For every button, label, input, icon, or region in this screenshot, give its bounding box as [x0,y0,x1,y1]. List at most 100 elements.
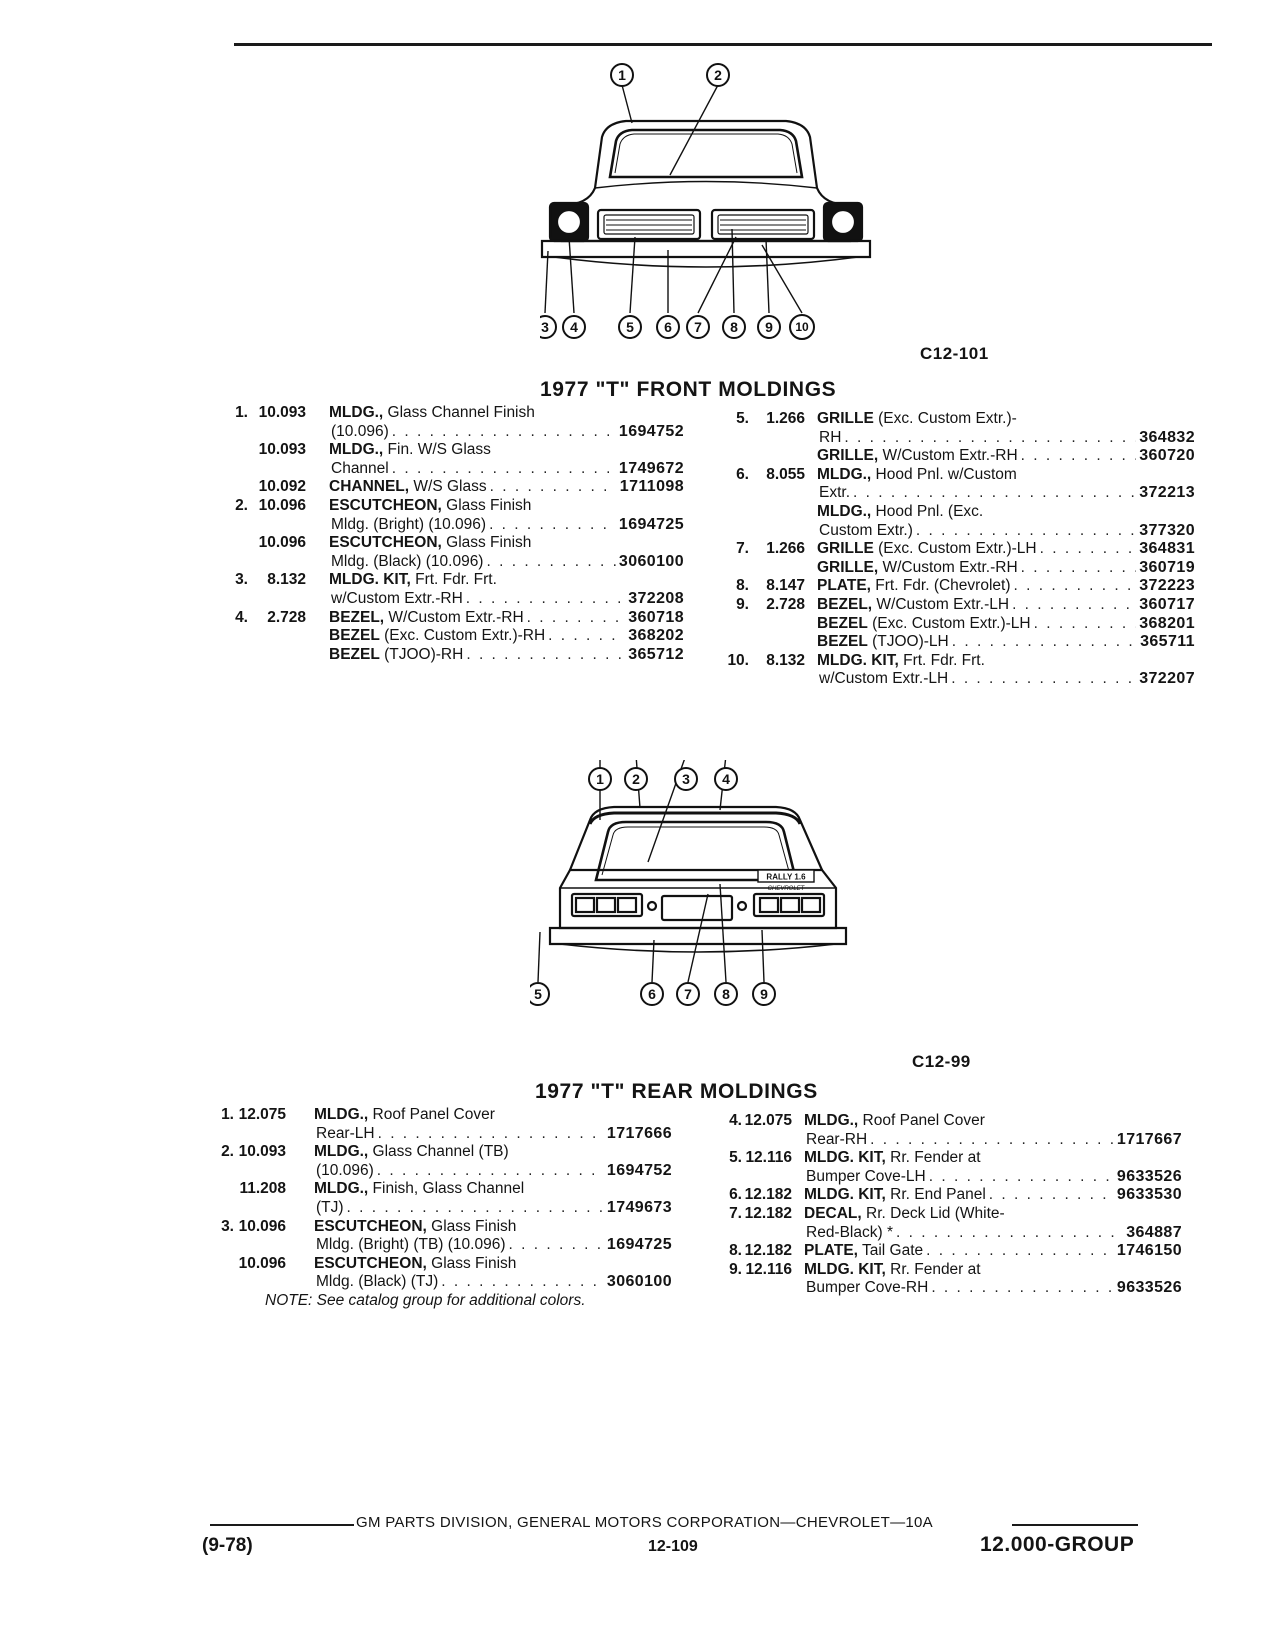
part-name: DECAL, [804,1204,862,1222]
svg-text:5: 5 [626,319,634,335]
dot-leader: . . . . . . . . . . . . . . . . . . . . … [441,1273,604,1291]
svg-text:4: 4 [570,319,578,335]
part-line: BEZEL (TJOO)-RH. . . . . . . . . . . . .… [329,646,684,665]
part-description: Rr. Deck Lid (White- [861,1204,1005,1222]
callout-1: 1 [610,63,634,87]
part-name: GRILLE, [817,558,879,576]
part-line: (TJ). . . . . . . . . . . . . . . . . . … [314,1199,672,1218]
part-description: Red-Black) * [806,1223,893,1241]
svg-text:2: 2 [632,771,640,787]
group-reference: 10.093 [238,1143,286,1161]
part-line: MLDG., Fin. W/S Glass [329,441,684,460]
part-name: MLDG., [817,502,872,520]
svg-text:6: 6 [648,986,656,1002]
part-number: 9633526 [1116,1167,1182,1185]
part-name: BEZEL, [817,595,873,613]
part-description: Mldg. (Bright) (10.096) [331,515,487,533]
part-description: (TJOO)-LH [867,633,949,651]
part-description: W/Custom Extr.-RH [878,558,1018,576]
part-description: (10.096) [331,422,389,440]
part-line: MLDG., Hood Pnl. w/Custom [817,466,1195,485]
part-name: BEZEL [817,633,868,651]
part-number: 364887 [1126,1223,1182,1241]
callout-5: 5 [530,982,550,1006]
group-reference: 2.728 [766,595,805,613]
item-number: 5. [736,410,749,427]
part-line: BEZEL, W/Custom Extr.-RH. . . . . . . . … [329,609,684,628]
part-description: Frt. Fdr. (Chevrolet) [870,577,1011,595]
group-reference: 1.266 [766,410,805,427]
dot-leader: . . . . . . . . . . . . . . . . . . . . … [931,1279,1114,1297]
dot-leader: . . . . . . . . . . . . . . . . . . . . … [1020,447,1137,465]
part-description: Bumper Cove-LH [806,1167,926,1185]
part-line: Channel. . . . . . . . . . . . . . . . .… [329,460,684,479]
callout-6: 6 [640,982,664,1006]
part-description: Rr. End Panel [885,1186,986,1204]
group-reference: 12.182 [744,1242,792,1260]
item-number: 4. [235,608,248,626]
part-line: Extr.. . . . . . . . . . . . . . . . . .… [817,484,1195,503]
part-number: 360719 [1139,558,1195,576]
callout-9: 9 [757,315,781,339]
part-number: 1694725 [606,1236,672,1254]
part-description: W/Custom Extr.-LH [872,595,1010,613]
group-reference: 12.182 [744,1186,792,1204]
group-reference: 10.096 [238,1254,286,1272]
group-reference: 10.096 [258,496,306,514]
part-description: Mldg. (Black) (10.096) [331,552,484,570]
item-number: 2. [235,496,248,514]
part-line: Mldg. (Black) (10.096). . . . . . . . . … [329,553,684,572]
part-description: Glass Finish [426,1254,517,1272]
part-line: ESCUTCHEON, Glass Finish [314,1218,672,1237]
part-number: 360720 [1139,447,1195,465]
part-number: 3060100 [618,552,684,570]
part-description: Glass Finish [426,1217,517,1235]
part-description: Fin. W/S Glass [383,441,491,459]
part-line: w/Custom Extr.-LH. . . . . . . . . . . .… [817,670,1195,689]
part-description: Channel [331,459,389,477]
part-name: BEZEL [329,627,380,645]
part-number: 372207 [1139,670,1195,688]
part-line: w/Custom Extr.-RH. . . . . . . . . . . .… [329,590,684,609]
part-number: 1746150 [1116,1242,1182,1260]
part-line: BEZEL (Exc. Custom Extr.)-RH. . . . . . … [329,627,684,646]
top-rule [234,43,1212,46]
part-line: ESCUTCHEON, Glass Finish [314,1255,672,1274]
part-description: (TJ) [316,1198,344,1216]
part-line: Rear-RH. . . . . . . . . . . . . . . . .… [804,1131,1182,1150]
callout-9: 9 [752,982,776,1006]
dot-leader: . . . . . . . . . . . . . . . . . . . . … [926,1242,1114,1260]
part-line: Mldg. (Bright) (10.096). . . . . . . . .… [329,516,684,535]
part-line: Red-Black) *. . . . . . . . . . . . . . … [804,1224,1182,1243]
part-line: MLDG., Roof Panel Cover [804,1112,1182,1131]
part-number: 1749673 [606,1198,672,1216]
part-description: (Exc. Custom Extr.)- [873,410,1017,427]
part-line: BEZEL, W/Custom Extr.-LH. . . . . . . . … [817,596,1195,615]
item-number: 1. [221,1106,234,1123]
part-name: BEZEL, [329,608,385,626]
svg-text:7: 7 [684,986,692,1002]
part-description: Hood Pnl. (Exc. [871,502,984,520]
callout-4: 4 [562,315,586,339]
part-name: BEZEL [329,645,380,663]
part-number: 372208 [628,589,684,607]
part-name: MLDG., [817,465,872,483]
part-description: w/Custom Extr.-RH [331,589,463,607]
item-number: 8. [736,577,749,595]
part-line: ESCUTCHEON, Glass Finish [329,497,684,516]
part-name: MLDG. KIT, [804,1149,886,1167]
part-line: PLATE, Frt. Fdr. (Chevrolet). . . . . . … [817,577,1195,596]
callout-3: 3 [674,767,698,791]
rally-badge-text: RALLY 1.6 [766,873,806,882]
part-description: Frt. Fdr. Frt. [898,651,985,669]
dot-leader: . . . . . . . . . . . . . . . . . . . . … [1020,558,1137,576]
footer-rule-right [1012,1524,1138,1526]
